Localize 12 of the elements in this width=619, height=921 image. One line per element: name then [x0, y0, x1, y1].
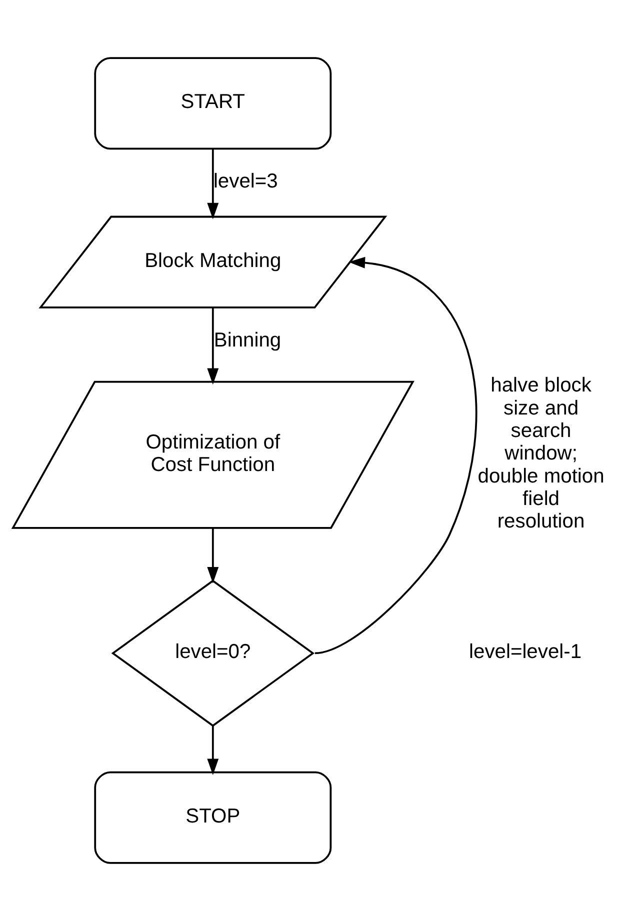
edge-label: Binning	[214, 329, 282, 352]
node-box: STOP	[94, 771, 332, 864]
arrow	[207, 307, 219, 385]
edge-label: halve block size and search window; double motion field resolution	[478, 374, 604, 533]
node-box: START	[94, 57, 332, 150]
edge-label: level=3	[213, 170, 278, 193]
arrow	[207, 528, 219, 584]
arrow	[207, 148, 219, 220]
node-diamond: level=0?	[111, 580, 315, 727]
arrow	[207, 726, 219, 776]
label: level=level-1	[469, 641, 582, 664]
arrow	[314, 256, 478, 654]
